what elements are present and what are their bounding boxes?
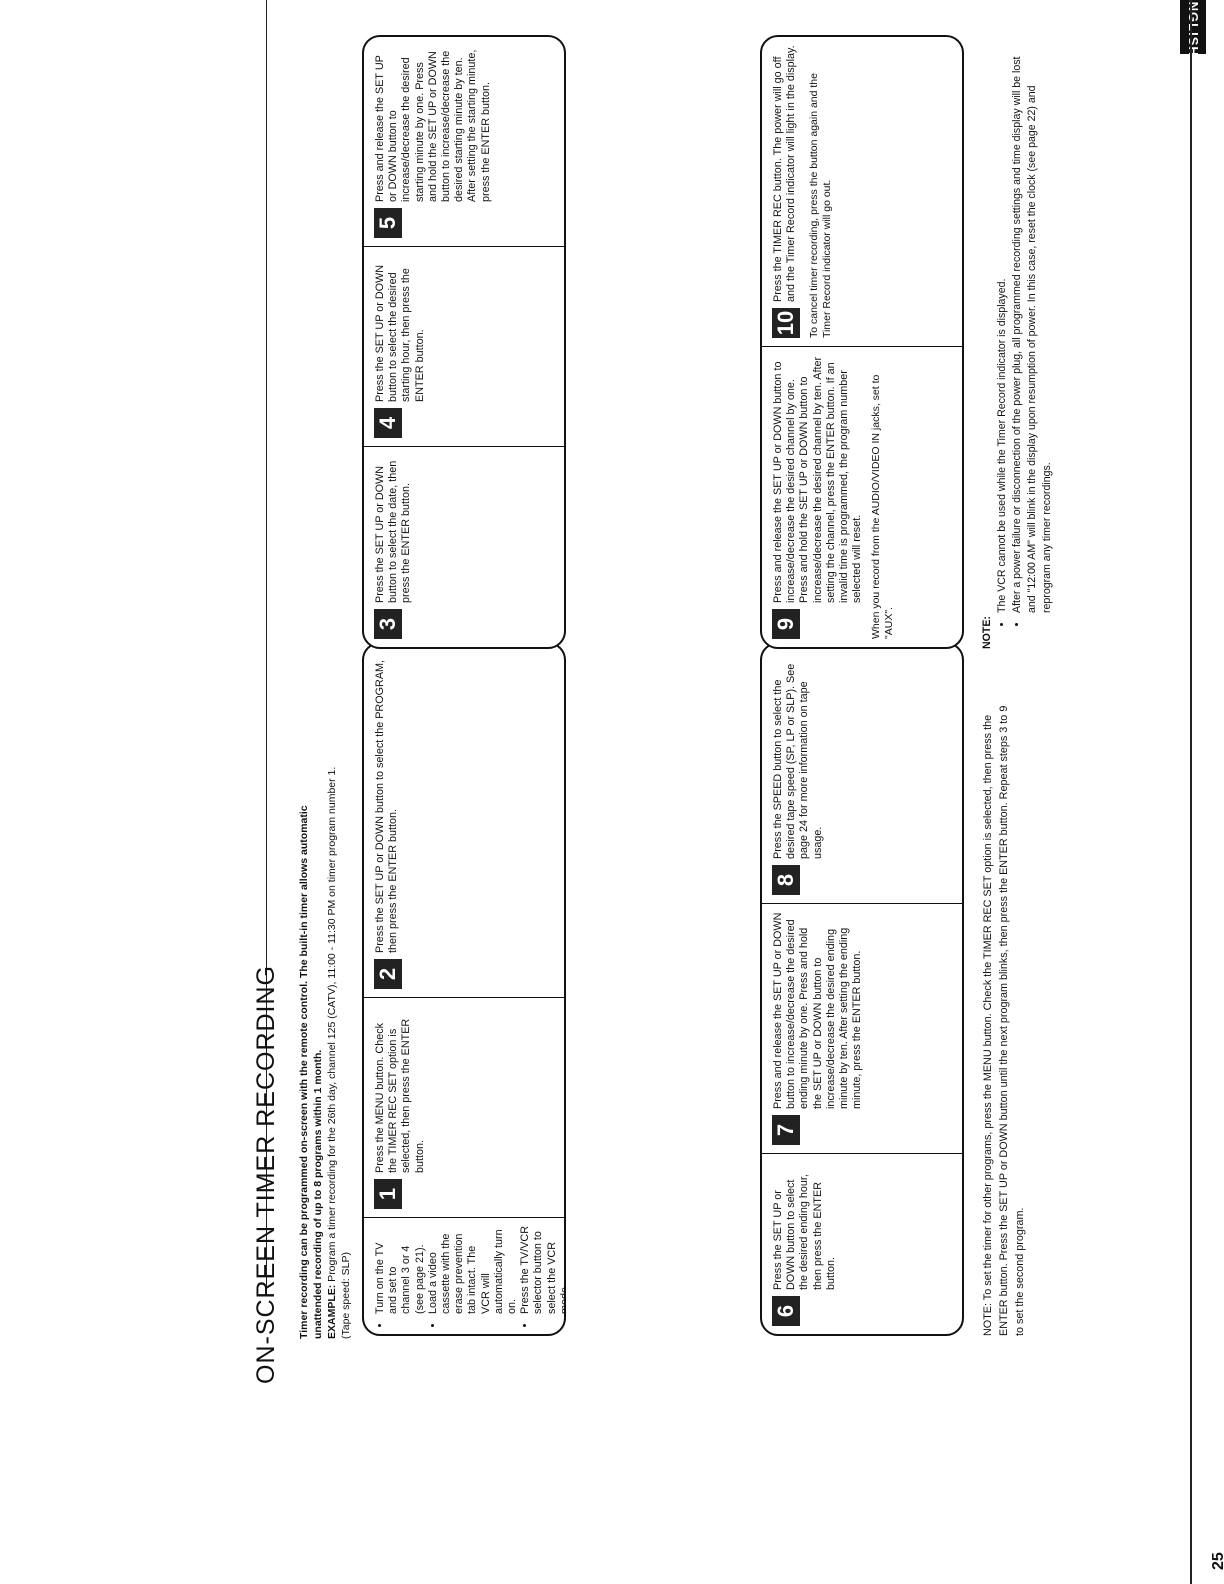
step-number: 6 xyxy=(772,1296,800,1326)
page-number: 25 xyxy=(1210,1552,1224,1570)
step-number: 8 xyxy=(772,865,800,895)
step-number: 10 xyxy=(772,308,800,338)
step-number: 9 xyxy=(772,609,800,639)
example-line: EXAMPLE: Program a timer recording for t… xyxy=(326,766,352,1339)
step-4: 4 Press the SET UP or DOWN button to sele… xyxy=(364,247,564,447)
step-number: 5 xyxy=(374,208,402,238)
intro-line: Timer recording can be programmed on-scr… xyxy=(298,805,324,1339)
step-number: 2 xyxy=(374,959,402,989)
right-note: NOTE: The VCR cannot be used while the T… xyxy=(980,39,1055,649)
step-1: 1 Press the MENU button. Check the TIMER … xyxy=(364,998,564,1218)
note-label: NOTE: xyxy=(981,616,993,649)
steps-row-2: 6 Press the SET UP or DOWN button to sele… xyxy=(760,642,964,1336)
language-tab: ENGLISH xyxy=(1180,0,1206,57)
step-number: 1 xyxy=(374,1179,402,1209)
step-text: Press the SET UP or DOWN button to selec… xyxy=(374,659,400,953)
step-text: Press and release the SET UP or DOWN but… xyxy=(772,356,864,603)
steps-row-1b: 3 Press the SET UP or DOWN button to sele… xyxy=(362,35,566,649)
footer-rule xyxy=(1190,0,1192,1584)
step-9: 9 Press and release the SET UP or DOWN bu… xyxy=(762,347,962,647)
step-text: Press the SPEED button to select the des… xyxy=(772,663,824,859)
step-7: 7 Press and release the SET UP or DOWN bu… xyxy=(762,904,962,1154)
intro-text: Timer recording can be programmed on-scr… xyxy=(297,759,353,1339)
step-6: 6 Press the SET UP or DOWN button to sele… xyxy=(762,1154,962,1334)
page-title: ON-SCREEN TIMER RECORDING xyxy=(252,964,280,1384)
note-item: After a power failure or disconnection o… xyxy=(1010,39,1055,613)
step-text: Press the SET UP or DOWN button to selec… xyxy=(772,1174,837,1290)
step-text: Press the SET UP or DOWN button to selec… xyxy=(374,265,426,402)
step-number: 7 xyxy=(772,1115,800,1145)
steps-row-1: Turn on the TV and set to channel 3 or 4… xyxy=(362,642,566,1336)
prep-bullets: Turn on the TV and set to channel 3 or 4… xyxy=(374,1226,564,1326)
prep-bullet: Press the TV/VCR selector button to sele… xyxy=(519,1226,564,1314)
step-text: Press and release the SET UP or DOWN but… xyxy=(374,49,492,202)
step-9-footnote: When you record from the AUDIO/VIDEO IN … xyxy=(870,374,896,639)
step-2: 2 Press the SET UP or DOWN button to sele… xyxy=(364,644,564,998)
step-10-footnote: To cancel timer recording, press the but… xyxy=(808,73,833,338)
step-number: 3 xyxy=(374,609,402,639)
step-3: 3 Press the SET UP or DOWN button to sele… xyxy=(364,447,564,647)
prep-panel: Turn on the TV and set to channel 3 or 4… xyxy=(364,1218,564,1334)
step-text: Press the MENU button. Check the TIMER R… xyxy=(374,1018,426,1173)
note-item: The VCR cannot be used while the Timer R… xyxy=(995,39,1010,613)
step-5: 5 Press and release the SET UP or DOWN bu… xyxy=(364,37,564,247)
step-text: Press and release the SET UP or DOWN but… xyxy=(772,912,864,1109)
step-number: 4 xyxy=(374,408,402,438)
step-text: Press the TIMER REC button. The power wi… xyxy=(772,45,798,302)
step-8: 8 Press the SPEED button to select the de… xyxy=(762,644,962,904)
step-text: Press the SET UP or DOWN button to selec… xyxy=(374,460,413,603)
step-10: 10 Press the TIMER REC button. The power … xyxy=(762,37,962,347)
steps-row-2b: 9 Press and release the SET UP or DOWN bu… xyxy=(760,35,964,649)
prep-bullet: Load a video cassette with the erase pre… xyxy=(427,1226,519,1314)
bottom-note: NOTE: To set the timer for other program… xyxy=(982,705,1026,1336)
note-list: The VCR cannot be used while the Timer R… xyxy=(995,39,1055,649)
prep-bullet: Turn on the TV and set to channel 3 or 4… xyxy=(374,1226,427,1314)
